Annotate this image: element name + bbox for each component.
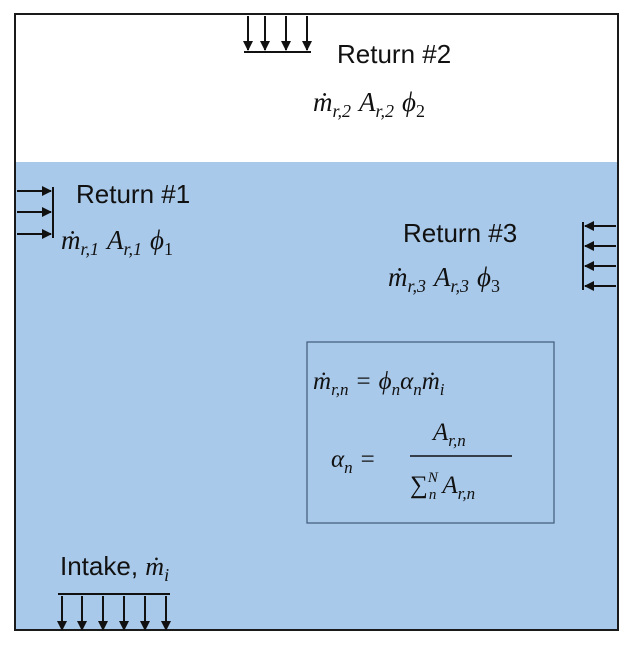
water-region xyxy=(15,162,618,630)
equation-box xyxy=(306,341,555,524)
return-1-label: Return #1 xyxy=(76,179,190,209)
intake-label: Intake, ṁi xyxy=(60,551,169,585)
return-2-label: Return #2 xyxy=(337,39,451,69)
flow-equation: ṁr,n=ϕnαnṁi xyxy=(313,368,445,399)
tank-outline xyxy=(14,13,619,631)
return-3-label: Return #3 xyxy=(403,218,517,248)
alpha-numerator: Ar,n xyxy=(431,419,466,450)
intake-arrows xyxy=(57,593,171,631)
return-1-arrows xyxy=(17,186,54,239)
return-3-arrows xyxy=(582,221,616,291)
air-region xyxy=(15,14,618,162)
alpha-lhs: αn= xyxy=(331,446,375,477)
return-2-arrows xyxy=(243,16,312,53)
